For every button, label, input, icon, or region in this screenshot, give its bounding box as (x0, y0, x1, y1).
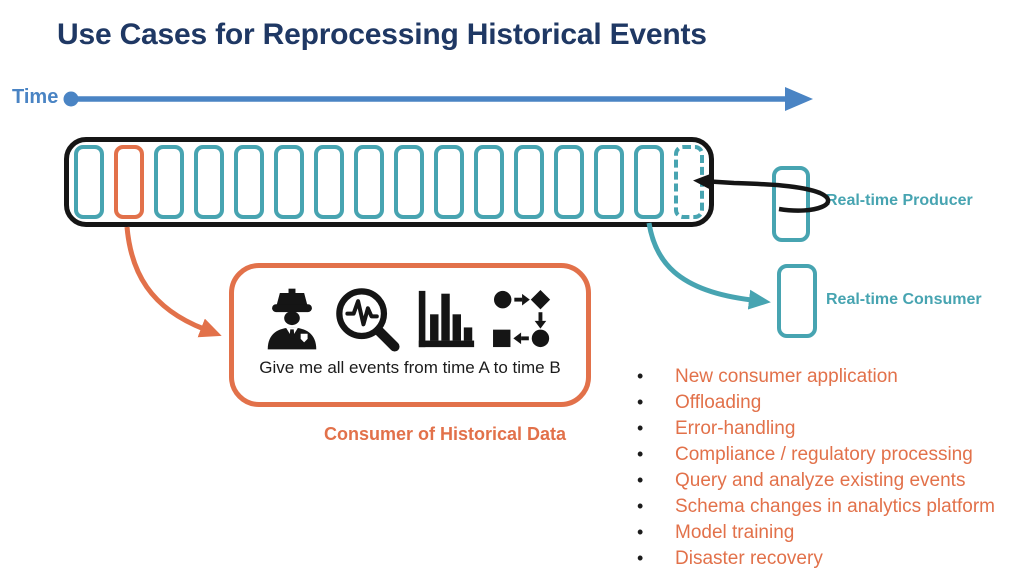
event-cell (314, 145, 344, 219)
historical-read-arrow (124, 226, 222, 338)
use-case-item: • Disaster recovery (637, 548, 1017, 574)
consumer-read-arrow (646, 222, 771, 310)
bullet-dot: • (637, 496, 644, 516)
police-officer-icon (267, 288, 317, 350)
event-cell (434, 145, 464, 219)
event-stream-box (64, 137, 714, 227)
bullet-dot: • (637, 444, 644, 464)
bullet-dot: • (637, 470, 644, 490)
page-title: Use Cases for Reprocessing Historical Ev… (57, 18, 707, 51)
use-case-item: • New consumer application (637, 366, 1017, 392)
use-case-item: • Schema changes in analytics platform (637, 496, 1017, 522)
bullet-dot: • (637, 522, 644, 542)
event-stream-cells (74, 145, 704, 219)
realtime-producer-label: Real-time Producer (826, 192, 973, 209)
historical-consumer-label: Consumer of Historical Data (323, 424, 567, 444)
bullet-dot: • (637, 548, 644, 568)
use-case-item: • Query and analyze existing events (637, 470, 1017, 496)
bullet-dot: • (637, 392, 644, 412)
realtime-consumer-label: Real-time Consumer (826, 291, 982, 308)
event-cell-dashed (674, 145, 704, 219)
use-case-item: • Compliance / regulatory processing (637, 444, 1017, 470)
use-case-text: Disaster recovery (675, 548, 823, 569)
time-axis-label: Time (12, 86, 59, 108)
use-case-text: Schema changes in analytics platform (675, 496, 995, 517)
time-axis-arrow (63, 87, 813, 111)
bullet-dot: • (637, 366, 644, 386)
realtime-producer-shape (772, 166, 810, 242)
magnifier-pulse-icon (336, 288, 400, 352)
use-case-text: Query and analyze existing events (675, 470, 966, 491)
event-cell (274, 145, 304, 219)
event-cell (514, 145, 544, 219)
use-case-text: Offloading (675, 392, 762, 413)
event-cell (194, 145, 224, 219)
event-cell (234, 145, 264, 219)
event-cell (634, 145, 664, 219)
producer-write-arrow (693, 172, 831, 213)
historical-consumer-caption: Give me all events from time A to time B (259, 358, 561, 377)
use-case-text: Error-handling (675, 418, 796, 439)
event-cell (474, 145, 504, 219)
process-flow-icon (493, 289, 551, 348)
event-cell-highlighted (114, 145, 144, 219)
use-case-item: • Error-handling (637, 418, 1017, 444)
use-case-item: • Model training (637, 522, 1017, 548)
event-cell (74, 145, 104, 219)
use-case-list: • New consumer application • Offloading • Err… (637, 366, 1017, 574)
event-cell (354, 145, 384, 219)
realtime-consumer-shape (777, 264, 817, 338)
historical-consumer-box: Give me all events from time A to time B (229, 263, 591, 407)
use-case-text: Model training (675, 522, 795, 543)
event-cell (154, 145, 184, 219)
use-case-text: New consumer application (675, 366, 898, 387)
event-cell (554, 145, 584, 219)
use-case-item: • Offloading (637, 392, 1017, 418)
event-cell (394, 145, 424, 219)
bullet-dot: • (637, 418, 644, 438)
use-case-text: Compliance / regulatory processing (675, 444, 973, 465)
bar-chart-icon (418, 290, 475, 348)
historical-consumer-icons (234, 268, 586, 354)
event-cell (594, 145, 624, 219)
